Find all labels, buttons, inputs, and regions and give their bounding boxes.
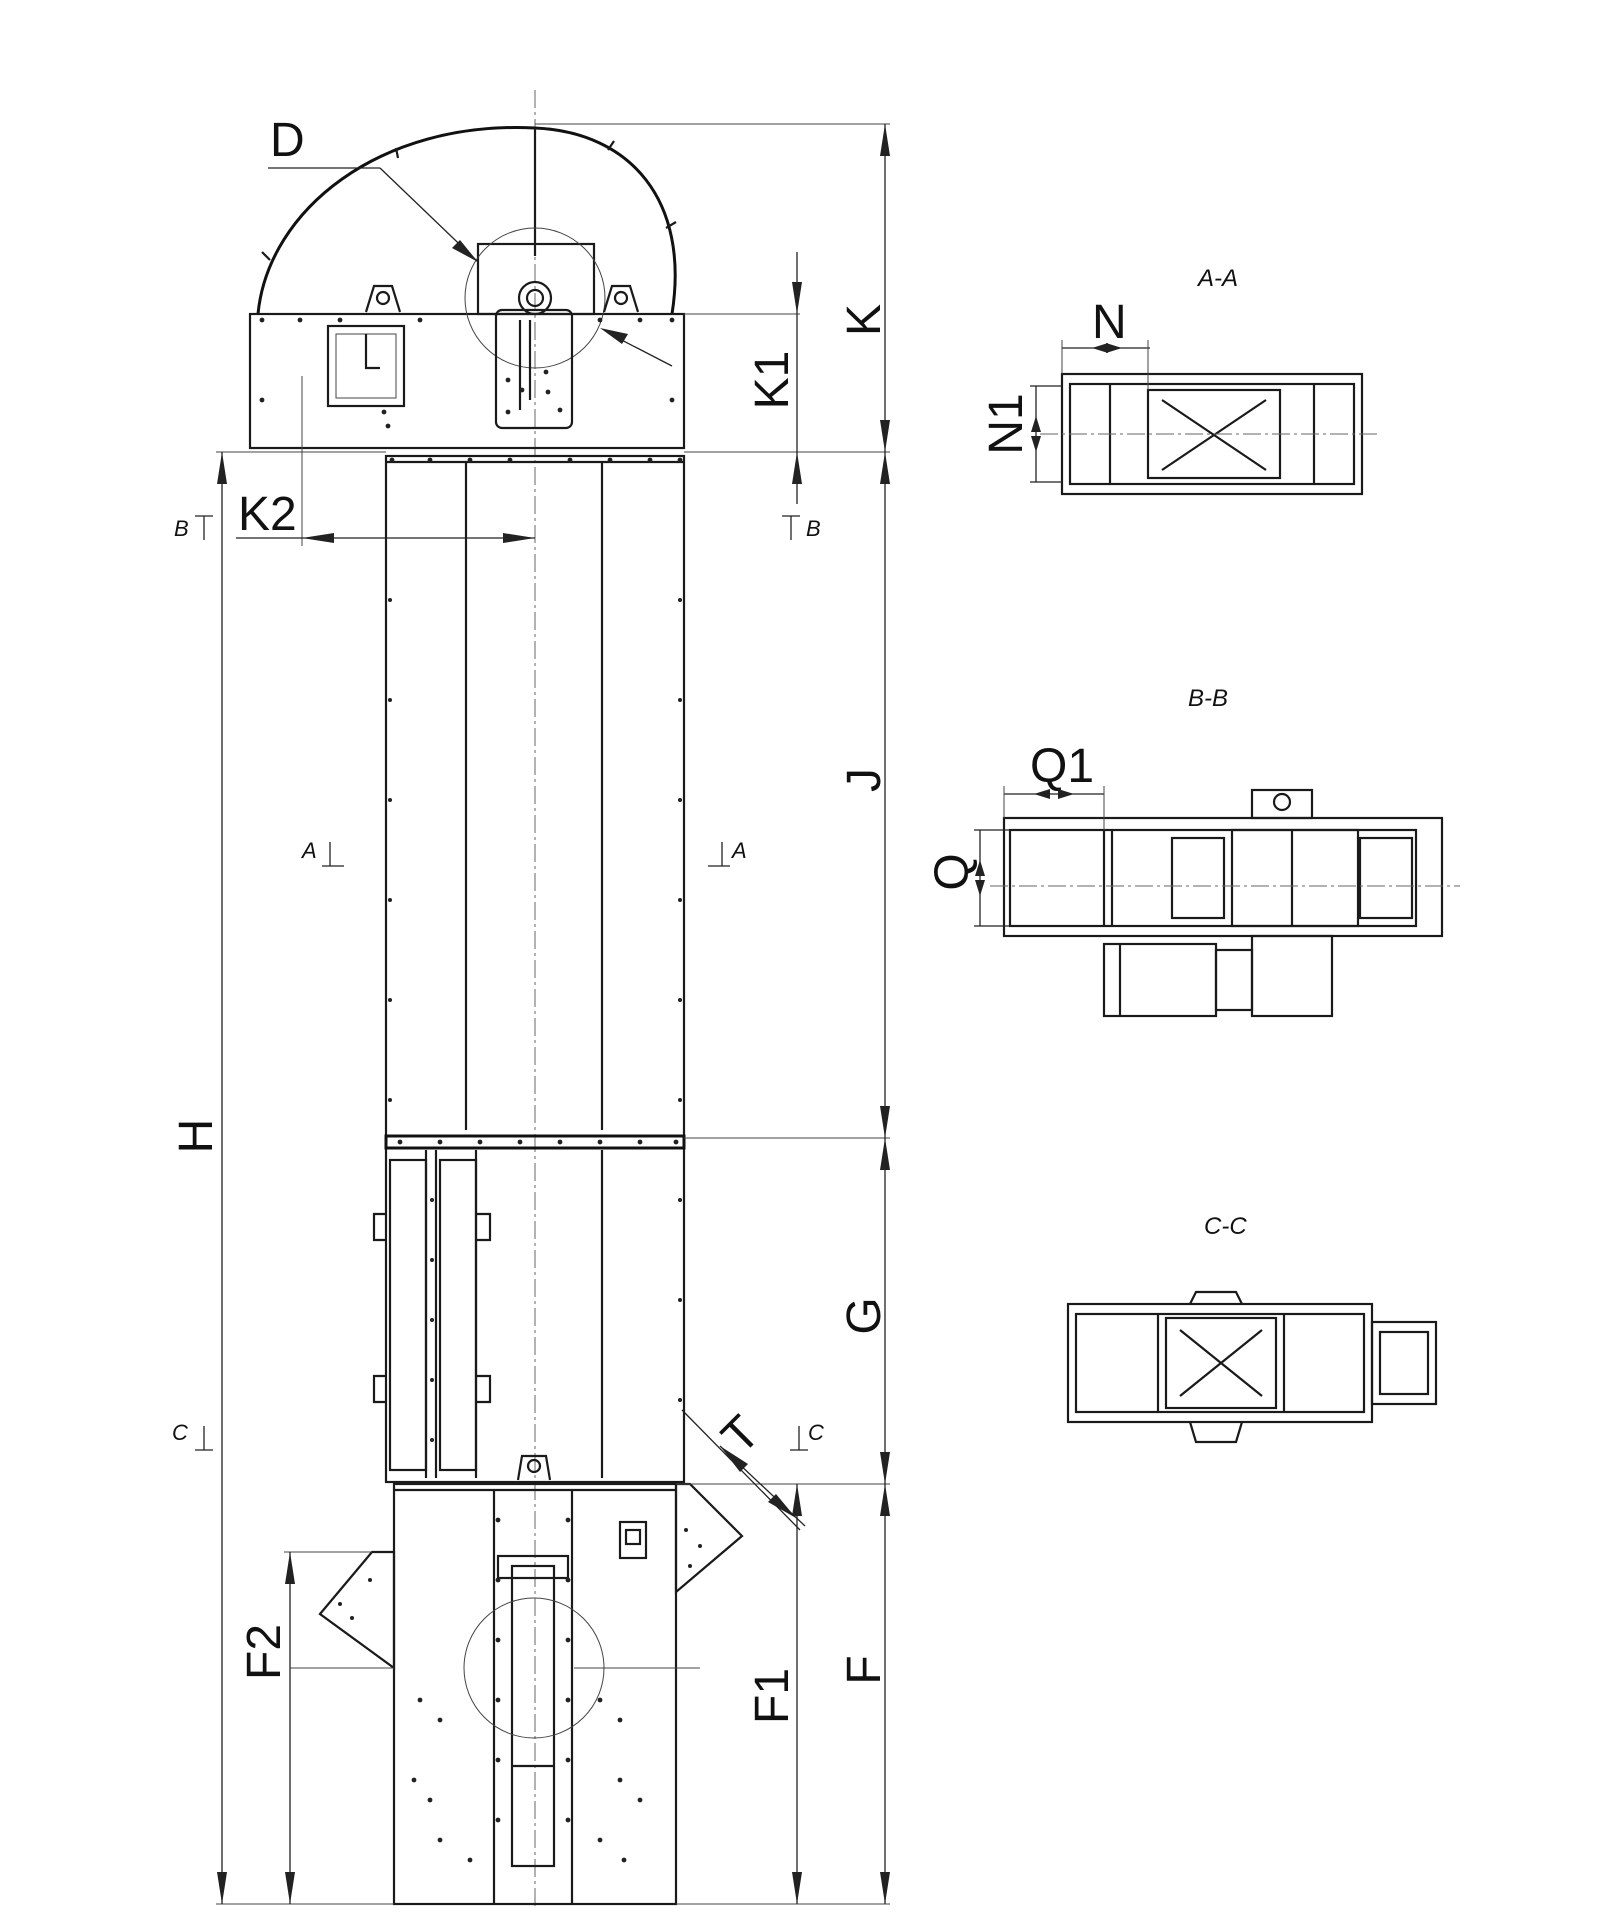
- label-q1: Q1: [1030, 740, 1094, 793]
- section-mark-c-left: C: [172, 1420, 188, 1445]
- section-title-a-a: A-A: [1196, 265, 1238, 292]
- label-q: Q: [926, 853, 979, 890]
- label-k: K: [838, 304, 891, 336]
- main-elevation: [248, 90, 744, 1910]
- section-mark-c-right: C: [808, 1420, 824, 1445]
- elevator-boot: [290, 1482, 744, 1906]
- label-g: G: [838, 1297, 891, 1334]
- dimension-labels: D K K1 K2 H J G F F1 F2 T N N1 Q Q1 B B …: [170, 114, 1127, 1724]
- label-j: J: [838, 768, 891, 792]
- label-k1: K1: [746, 351, 799, 410]
- label-f: F: [838, 1655, 891, 1684]
- section-a-a: A-A: [1030, 265, 1380, 496]
- section-c-c: C-C: [1066, 1213, 1438, 1444]
- label-t: T: [712, 1406, 770, 1464]
- label-k2: K2: [238, 488, 297, 541]
- section-mark-a-left: A: [300, 838, 317, 863]
- elevator-head: [248, 126, 686, 450]
- section-title-c-c: C-C: [1204, 1213, 1247, 1240]
- label-n: N: [1092, 296, 1127, 349]
- middle-trunk: [372, 1134, 686, 1484]
- section-title-b-b: B-B: [1188, 685, 1228, 712]
- label-h: H: [170, 1119, 223, 1154]
- label-f1: F1: [746, 1668, 799, 1724]
- label-d: D: [270, 114, 305, 167]
- label-n1: N1: [980, 393, 1033, 454]
- section-mark-b-right: B: [806, 516, 821, 541]
- section-mark-b-left: B: [174, 516, 189, 541]
- label-f2: F2: [238, 1624, 291, 1680]
- section-b-b: B-B: [974, 685, 1460, 1018]
- dimensions: [195, 123, 890, 1905]
- section-mark-a-right: A: [730, 838, 747, 863]
